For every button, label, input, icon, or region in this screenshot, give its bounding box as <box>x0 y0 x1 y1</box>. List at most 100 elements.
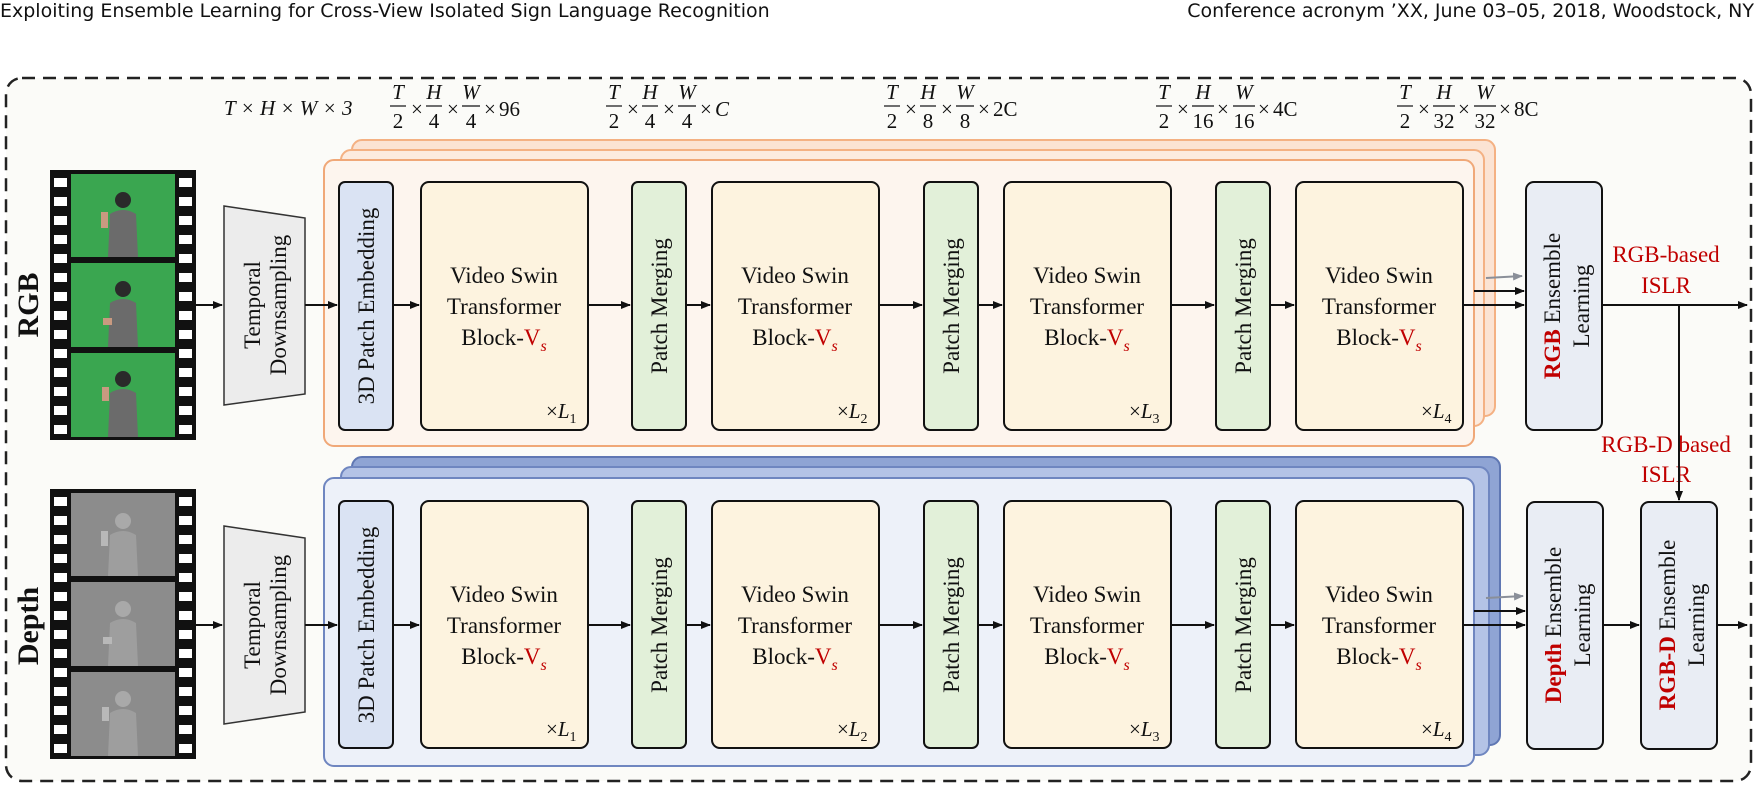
svg-text:4: 4 <box>645 109 656 133</box>
svg-text:Transformer: Transformer <box>1030 294 1144 319</box>
depth-frame-1 <box>71 493 175 576</box>
svg-text:Block-Vs: Block-Vs <box>1044 644 1129 674</box>
svg-text:×: × <box>663 97 675 121</box>
dim-stage-3: T 2 × H 16 × W 16 × 4C <box>1156 80 1298 133</box>
svg-text:T: T <box>392 80 405 104</box>
svg-text:Learning: Learning <box>1684 583 1709 667</box>
depth-film-strip <box>50 489 196 759</box>
dim-stage-4: T 2 × H 32 × W 32 × 8C <box>1397 80 1539 133</box>
svg-text:Block-Vs: Block-Vs <box>461 644 546 674</box>
svg-text:Video Swin: Video Swin <box>1325 582 1433 607</box>
svg-text:W: W <box>1235 80 1255 104</box>
svg-text:4: 4 <box>429 109 440 133</box>
svg-text:×: × <box>1177 97 1189 121</box>
svg-text:Patch Merging: Patch Merging <box>939 238 964 374</box>
svg-text:×: × <box>447 97 459 121</box>
dim-stage-1: T 2 × H 4 × W 4 × C <box>606 80 730 133</box>
svg-text:H: H <box>919 80 937 104</box>
svg-text:W: W <box>462 80 482 104</box>
rgb-patch-merging-3: Patch Merging <box>1215 181 1271 431</box>
svg-text:×L4: ×L4 <box>1421 399 1452 427</box>
svg-text:Transformer: Transformer <box>447 613 561 638</box>
rgb-patch-merging-1: Patch Merging <box>631 181 687 431</box>
svg-text:×: × <box>1418 97 1430 121</box>
svg-text:8: 8 <box>923 109 934 133</box>
rgb-temporal-downsampling: Temporal Downsampling <box>223 205 306 406</box>
svg-text:4: 4 <box>682 109 693 133</box>
svg-text:Patch Merging: Patch Merging <box>1231 557 1256 693</box>
svg-text:T: T <box>886 80 899 104</box>
svg-text:×L2: ×L2 <box>837 717 868 745</box>
svg-text:Depth Ensemble: Depth Ensemble <box>1541 547 1566 704</box>
rgb-frame-1 <box>71 174 175 257</box>
rgb-frame-2 <box>71 263 175 347</box>
depth-stream <box>323 456 1501 767</box>
svg-text:Block-Vs: Block-Vs <box>1336 644 1421 674</box>
svg-text:3D Patch Embedding: 3D Patch Embedding <box>354 207 379 404</box>
svg-text:4: 4 <box>466 109 477 133</box>
svg-text:×: × <box>1258 97 1270 121</box>
svg-text:Video Swin: Video Swin <box>1325 263 1433 288</box>
dim-input: T × H × W × 3 <box>224 96 352 120</box>
svg-text:×: × <box>941 97 953 121</box>
svg-text:H: H <box>425 80 443 104</box>
svg-text:T: T <box>1158 80 1171 104</box>
depth-swin-block-1: Video Swin Transformer Block-Vs ×L1 <box>420 500 589 749</box>
rgb-arrows <box>196 272 1748 501</box>
svg-text:Video Swin: Video Swin <box>741 582 849 607</box>
svg-text:32: 32 <box>1475 109 1496 133</box>
svg-text:×L1: ×L1 <box>546 399 577 427</box>
rgb-film-strip <box>50 170 196 440</box>
depth-swin-block-4: Video Swin Transformer Block-Vs ×L4 <box>1295 500 1464 749</box>
svg-text:×L3: ×L3 <box>1129 399 1160 427</box>
svg-text:Patch Merging: Patch Merging <box>1231 238 1256 374</box>
svg-text:Downsampling: Downsampling <box>266 554 291 695</box>
depth-stream-label: Depth <box>12 587 45 666</box>
depth-ensemble-learning: Depth Ensemble Learning <box>1526 501 1604 750</box>
rgb-swin-block-3: Video Swin Transformer Block-Vs ×L3 <box>1003 181 1172 431</box>
svg-text:96: 96 <box>499 97 520 121</box>
svg-text:T: T <box>1399 80 1412 104</box>
depth-frame-2 <box>71 582 175 666</box>
svg-text:×L1: ×L1 <box>546 717 577 745</box>
depth-arrows <box>196 592 1748 629</box>
svg-text:2: 2 <box>887 109 898 133</box>
header-paper-title: Exploiting Ensemble Learning for Cross-V… <box>0 0 770 22</box>
svg-text:2C: 2C <box>993 97 1018 121</box>
svg-text:H: H <box>641 80 659 104</box>
rgb-frame-3 <box>71 353 175 437</box>
depth-swin-block-3: Video Swin Transformer Block-Vs ×L3 <box>1003 500 1172 749</box>
depth-swin-block-2: Video Swin Transformer Block-Vs ×L2 <box>711 500 880 749</box>
svg-text:Temporal: Temporal <box>240 261 265 349</box>
svg-text:32: 32 <box>1434 109 1455 133</box>
rgb-patch-embedding: 3D Patch Embedding <box>338 181 394 431</box>
svg-text:Block-Vs: Block-Vs <box>752 325 837 355</box>
svg-text:×L4: ×L4 <box>1421 717 1452 745</box>
svg-text:W: W <box>678 80 698 104</box>
svg-text:3D Patch Embedding: 3D Patch Embedding <box>354 526 379 723</box>
svg-text:T: T <box>608 80 621 104</box>
svg-text:×: × <box>484 97 496 121</box>
rgb-swin-block-2: Video Swin Transformer Block-Vs ×L2 <box>711 181 880 431</box>
rgbd-islr-label-line1: RGB-D based <box>1601 432 1731 457</box>
svg-text:4C: 4C <box>1273 97 1298 121</box>
rgbd-ensemble-learning: RGB-D Ensemble Learning <box>1640 501 1718 750</box>
dim-stage-2: T 2 × H 8 × W 8 × 2C <box>884 80 1018 133</box>
svg-text:2: 2 <box>1159 109 1170 133</box>
svg-text:Transformer: Transformer <box>738 613 852 638</box>
svg-text:Transformer: Transformer <box>1322 613 1436 638</box>
svg-text:Block-Vs: Block-Vs <box>1336 325 1421 355</box>
svg-text:Patch Merging: Patch Merging <box>647 557 672 693</box>
svg-text:Learning: Learning <box>1570 583 1595 667</box>
svg-text:Transformer: Transformer <box>738 294 852 319</box>
rgb-stream-label: RGB <box>12 272 45 337</box>
svg-text:Transformer: Transformer <box>447 294 561 319</box>
svg-text:Block-Vs: Block-Vs <box>461 325 546 355</box>
svg-text:×: × <box>905 97 917 121</box>
rgb-patch-merging-2: Patch Merging <box>923 181 979 431</box>
svg-text:16: 16 <box>1193 109 1214 133</box>
depth-frame-3 <box>71 672 175 756</box>
svg-text:W: W <box>1476 80 1496 104</box>
svg-text:8: 8 <box>960 109 971 133</box>
svg-text:H: H <box>1435 80 1453 104</box>
